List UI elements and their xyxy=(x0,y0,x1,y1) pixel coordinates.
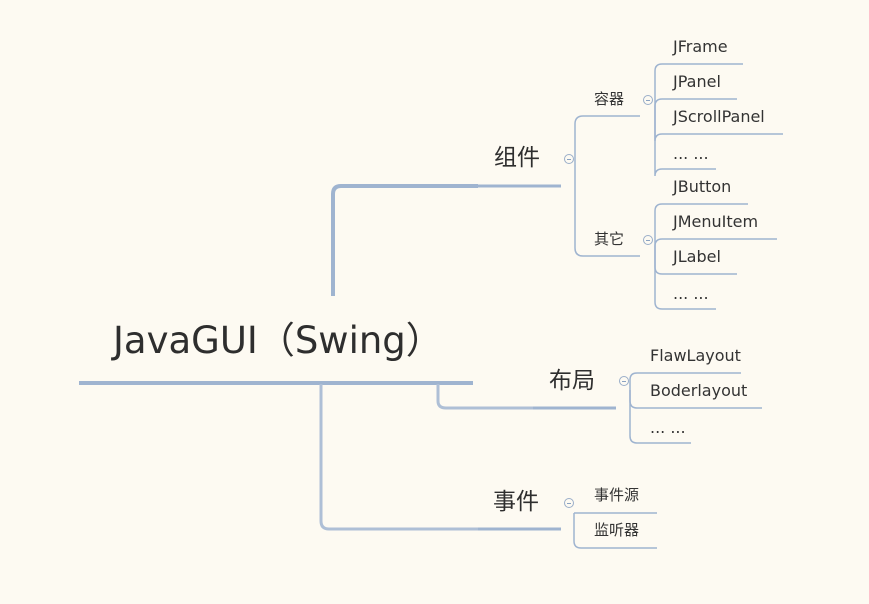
collapse-toggle-icon[interactable] xyxy=(619,376,629,386)
leaf-more[interactable]: ... ... xyxy=(673,284,709,303)
leaf-event-source[interactable]: 事件源 xyxy=(594,486,640,504)
branch-components[interactable]: 组件 xyxy=(494,145,540,171)
group-others[interactable]: 其它 xyxy=(594,230,625,248)
connector-leaf xyxy=(654,63,743,116)
connector-leaf xyxy=(654,238,777,256)
leaf-jbutton[interactable]: JButton xyxy=(673,177,732,196)
connector-leaf xyxy=(654,256,716,310)
connector-leaf xyxy=(654,116,716,177)
connector-leaf xyxy=(654,98,737,116)
connector-leaf xyxy=(629,372,741,390)
connector-leaf xyxy=(629,390,691,444)
leaf-jlabel[interactable]: JLabel xyxy=(673,247,721,266)
leaf-more[interactable]: ... ... xyxy=(673,144,709,163)
root-topic[interactable]: JavaGUI（Swing） xyxy=(113,319,443,362)
branch-events[interactable]: 事件 xyxy=(493,489,539,515)
leaf-boderlayout[interactable]: Boderlayout xyxy=(650,381,748,400)
connector-layout xyxy=(436,384,533,410)
connector-events xyxy=(319,384,478,531)
connector-leaf xyxy=(573,513,657,549)
leaf-jpanel[interactable]: JPanel xyxy=(673,72,721,91)
leaf-jmenuitem[interactable]: JMenuItem xyxy=(673,212,759,231)
collapse-toggle-icon[interactable] xyxy=(643,235,653,245)
collapse-toggle-icon[interactable] xyxy=(564,498,574,508)
connector-containers xyxy=(574,115,640,186)
leaf-jscrollpanel[interactable]: JScrollPanel xyxy=(673,107,765,126)
collapse-toggle-icon[interactable] xyxy=(564,154,574,164)
leaf-more[interactable]: ... ... xyxy=(650,418,686,437)
connector-components xyxy=(331,184,478,296)
group-containers[interactable]: 容器 xyxy=(594,90,625,108)
branch-layout[interactable]: 布局 xyxy=(549,368,595,394)
connector-others xyxy=(574,186,640,257)
leaf-jframe[interactable]: JFrame xyxy=(673,37,728,56)
connector-leaf xyxy=(654,203,748,256)
collapse-toggle-icon[interactable] xyxy=(643,95,653,105)
leaf-listener[interactable]: 监听器 xyxy=(594,521,640,539)
leaf-flawlayout[interactable]: FlawLayout xyxy=(650,346,741,365)
